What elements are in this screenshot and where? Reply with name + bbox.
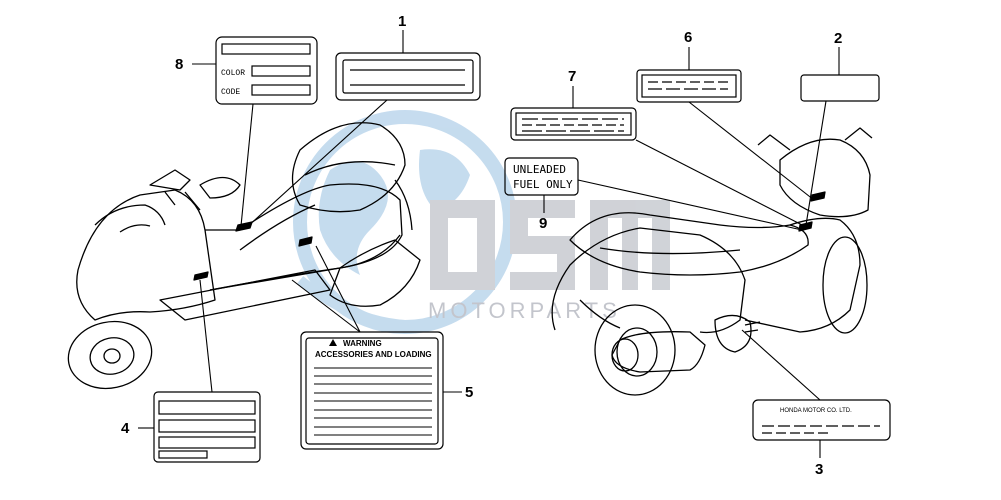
callout-7: 7 [568,68,576,85]
leader-lines [138,30,840,458]
label-8: COLOR CODE [215,36,318,105]
label-7 [510,107,637,141]
color-label: COLOR [221,69,245,78]
watermark: MOTORPARTS [293,110,670,334]
label-4 [153,391,261,463]
callout-1: 1 [398,13,406,30]
fuel-label-line1: UNLEADED [513,163,566,176]
watermark-tagline: MOTORPARTS [428,298,621,323]
callout-2: 2 [834,30,842,47]
label-6 [636,69,742,103]
label-9: UNLEADED FUEL ONLY [504,157,579,196]
callout-3: 3 [815,461,823,478]
scooter-right [551,127,873,396]
warning-subtitle: ACCESSORIES AND LOADING [315,350,432,359]
fuel-label-line2: FUEL ONLY [513,178,573,191]
callout-9: 9 [539,215,547,232]
label-5: WARNING ACCESSORIES AND LOADING [300,331,444,450]
code-label: CODE [221,88,240,97]
warning-title: WARNING [343,339,382,348]
callout-5: 5 [465,384,473,401]
callout-8: 8 [175,56,183,73]
callouts: 1 2 3 4 5 6 7 8 9 [121,13,842,478]
watermark-logo [430,200,670,290]
warning-triangle-icon [329,339,337,346]
scooter-left [67,122,421,390]
callout-4: 4 [121,420,130,437]
callout-6: 6 [684,29,692,46]
maker-label-text: HONDA MOTOR CO. LTD. [780,408,852,414]
label-3: HONDA MOTOR CO. LTD. [752,399,891,441]
label-2 [800,74,880,102]
label-1 [335,52,481,101]
